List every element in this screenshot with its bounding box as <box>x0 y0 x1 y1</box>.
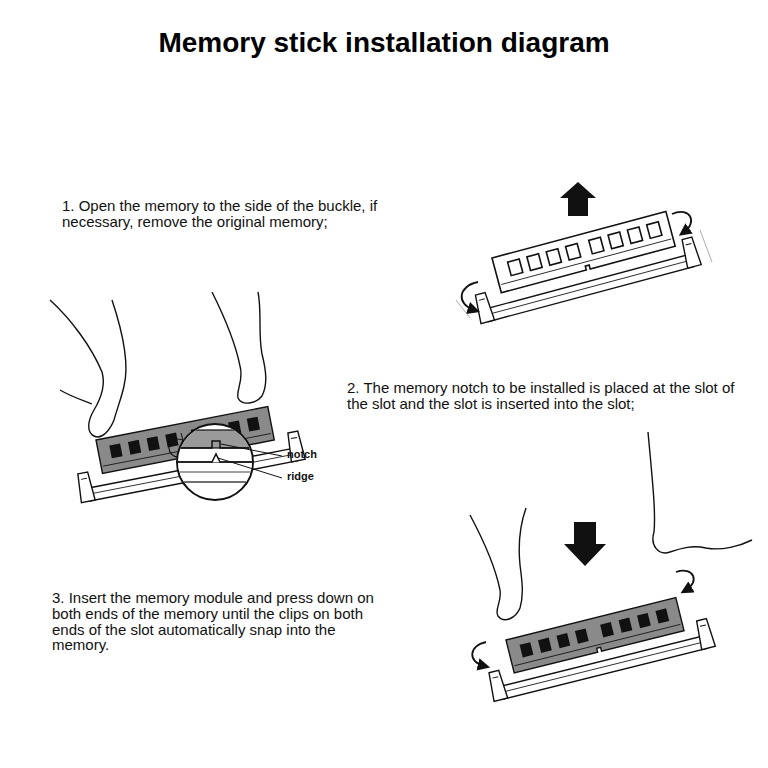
step-text: 3. Insert the memory module and press do… <box>52 590 392 653</box>
figure-align-part-part <box>170 441 270 448</box>
figure-align-part <box>212 292 266 403</box>
figure-insert-part <box>470 508 526 620</box>
figure-insert-part <box>564 522 606 566</box>
step-text: 2. The memory notch to be installed is p… <box>347 380 739 412</box>
diagram-title: Memory stick installation diagram <box>20 28 748 57</box>
figure-remove <box>456 182 712 324</box>
step-text: 1. Open the memory to the side of the bu… <box>62 198 412 230</box>
figure-remove-part <box>672 212 691 232</box>
figure-align-part-part <box>170 430 270 448</box>
figure-insert-part <box>676 571 694 590</box>
figure-remove-part <box>456 300 470 318</box>
part-label: notch <box>287 449 347 461</box>
figure-insert-part <box>506 598 684 673</box>
figure-align-part-part <box>170 454 270 462</box>
figure-insert-part <box>648 432 752 553</box>
figure-remove-part <box>492 211 675 292</box>
figure-remove-part <box>700 230 712 262</box>
figure-align-part-part <box>170 472 270 473</box>
figure-align-part <box>221 444 282 456</box>
figure-align-part <box>170 430 270 482</box>
figure-align-part <box>50 300 126 437</box>
figure-insert <box>470 432 752 701</box>
part-label: ridge <box>287 471 347 483</box>
figure-align-part-part <box>170 462 270 482</box>
figure-insert-part <box>472 642 486 666</box>
figure-remove-part <box>560 182 596 216</box>
figure-remove-part <box>462 282 478 310</box>
figure-align-part <box>60 390 92 404</box>
figure-align <box>50 292 305 503</box>
figure-align-part <box>218 458 282 478</box>
